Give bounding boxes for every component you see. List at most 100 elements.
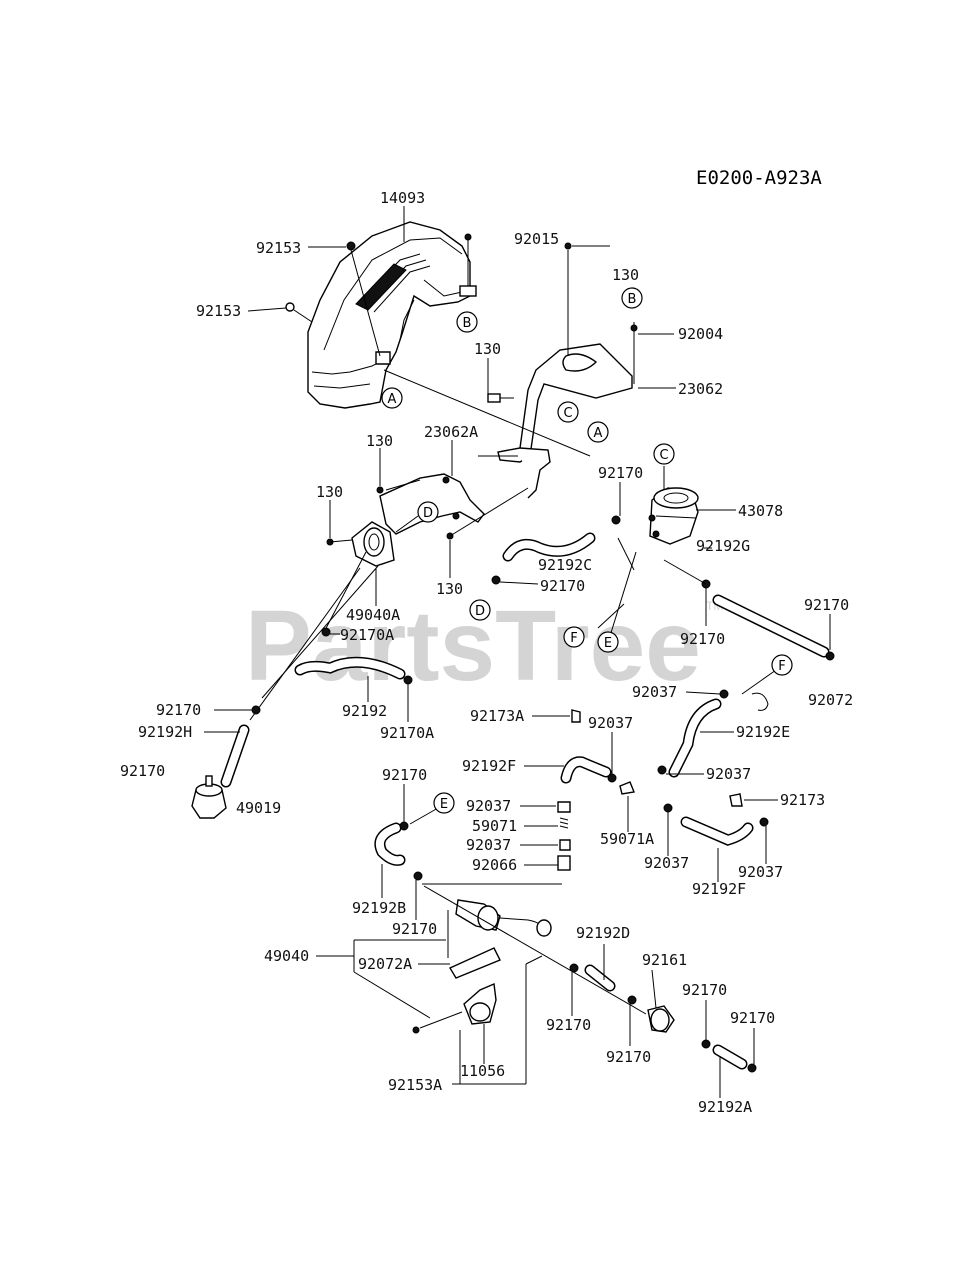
label-92170-d1: 92170 [546, 1016, 591, 1034]
label-92173a: 92173A [470, 707, 524, 725]
air-cleaner-cover [307, 221, 471, 409]
label-92170-b1: 92170 [382, 766, 427, 784]
clip-92173 [729, 793, 743, 807]
clip-92173a [571, 709, 581, 723]
ref-circle-d-2 [469, 599, 491, 621]
ref-circle-e-2 [433, 792, 455, 814]
label-49040: 49040 [264, 947, 309, 965]
hose-92192f-lower [680, 816, 754, 846]
label-92170-pump: 92170 [598, 464, 643, 482]
joint-59071a [619, 781, 635, 795]
label-92153a: 92153A [388, 1076, 442, 1094]
label-92170-h1: 92170 [156, 701, 201, 719]
label-92192g: 92192G [696, 537, 750, 555]
bolt-130-a [487, 393, 501, 403]
fuel-pump-43078 [648, 466, 699, 545]
fuel-valve-92161 [647, 1005, 675, 1033]
bracket-11056 [463, 982, 497, 1025]
hose-92192c [502, 532, 596, 562]
label-92170-g1: 92170 [680, 630, 725, 648]
hose-92192b [374, 822, 406, 866]
fitting-stack [557, 801, 571, 871]
label-92072a: 92072A [358, 955, 412, 973]
ref-circle-a-1 [381, 387, 403, 409]
reference-letters: B B C A A C D D F E F E [381, 287, 793, 814]
hose-clamps [251, 515, 835, 1073]
label-92192f-upper: 92192F [462, 757, 516, 775]
label-130-top: 130 [612, 266, 639, 284]
label-23062a: 23062A [424, 423, 478, 441]
label-92192: 92192 [342, 702, 387, 720]
leader-lines [204, 206, 831, 1098]
ref-letter: B [463, 316, 472, 331]
pad-92072a [448, 947, 501, 979]
label-92170-c: 92170 [540, 577, 585, 595]
hose-92192 [294, 656, 406, 680]
ref-circle-b-1 [456, 311, 478, 333]
bolt-130-b [376, 486, 384, 494]
label-92015: 92015 [514, 230, 559, 248]
label-92192h: 92192H [138, 723, 192, 741]
label-130-far-left: 130 [316, 483, 343, 501]
label-92170-g2: 92170 [804, 596, 849, 614]
label-92192d: 92192D [576, 924, 630, 942]
hose-92192h [220, 724, 250, 788]
label-92170a-mid: 92170A [340, 626, 394, 644]
hose-92192a [712, 1044, 748, 1070]
label-130-left: 130 [366, 432, 393, 450]
hose-92192e [668, 698, 722, 778]
label-92037-f2: 92037 [644, 854, 689, 872]
label-59071a: 59071A [600, 830, 654, 848]
label-92192a: 92192A [698, 1098, 752, 1116]
ref-circle-f-1 [563, 626, 585, 648]
label-92066: 92066 [472, 856, 517, 874]
label-43078: 43078 [738, 502, 783, 520]
label-92170-d2: 92170 [606, 1048, 651, 1066]
label-14093: 14093 [380, 189, 425, 207]
outlet-49040a [351, 521, 395, 567]
ref-circle-b-2 [621, 287, 643, 309]
label-92192b: 92192B [352, 899, 406, 917]
label-92072: 92072 [808, 691, 853, 709]
ref-circle-a-2 [587, 421, 609, 443]
ref-letter: A [594, 426, 603, 441]
label-92037-f3: 92037 [738, 863, 783, 881]
hose-92192d [584, 964, 616, 992]
ref-letter: C [563, 406, 572, 421]
ref-circle-c-2 [653, 443, 675, 465]
label-49040a: 49040A [346, 606, 400, 624]
ref-letter: F [778, 659, 785, 674]
ref-letter: E [440, 797, 448, 812]
label-92037-s1: 92037 [466, 797, 511, 815]
hose-92192f-upper [560, 756, 612, 784]
bracket-23062 [478, 242, 638, 499]
label-92170a-low: 92170A [380, 724, 434, 742]
ref-letter: A [388, 392, 397, 407]
label-92161: 92161 [642, 951, 687, 969]
label-59071: 59071 [472, 817, 517, 835]
label-92192c: 92192C [538, 556, 592, 574]
screw-92153-left [285, 302, 313, 323]
ref-circle-e-1 [597, 631, 619, 653]
ref-circle-d-1 [417, 501, 439, 523]
label-92170-h2: 92170 [120, 762, 165, 780]
ref-letter: E [604, 636, 612, 651]
label-92037-e1: 92037 [632, 683, 677, 701]
label-92173: 92173 [780, 791, 825, 809]
band-92072 [751, 692, 769, 711]
ref-letter: F [570, 631, 577, 646]
label-92170-d4: 92170 [730, 1009, 775, 1027]
ref-letter: D [475, 604, 485, 619]
label-92192f-lower: 92192F [692, 880, 746, 898]
label-92037-f1: 92037 [588, 714, 633, 732]
label-49019: 49019 [236, 799, 281, 817]
label-92004: 92004 [678, 325, 723, 343]
screw-92015 [464, 233, 472, 241]
label-11056: 11056 [460, 1062, 505, 1080]
bolt-92153a [412, 1026, 420, 1034]
hose-92192g [712, 594, 830, 658]
label-92153-left: 92153 [196, 302, 241, 320]
label-130-mid: 130 [474, 340, 501, 358]
cover-tab [459, 285, 477, 297]
